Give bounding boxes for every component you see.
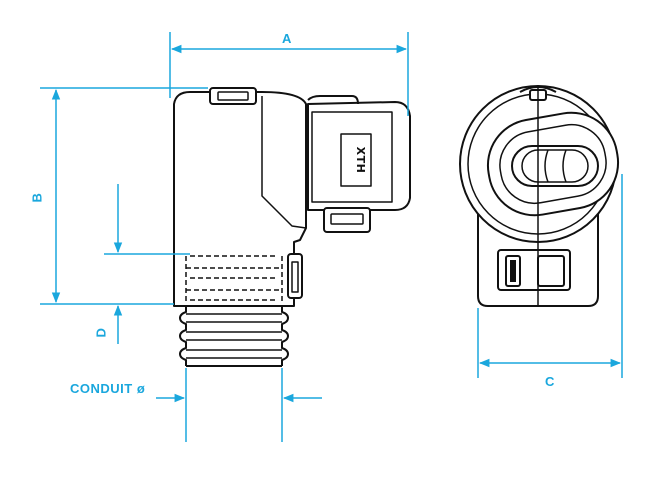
side-view [173, 87, 411, 367]
front-view [459, 85, 620, 307]
dimension-c-label: C [545, 374, 555, 389]
dimension-lines [40, 32, 623, 442]
top-cap [307, 95, 359, 105]
dimension-a-label: A [282, 31, 292, 46]
inner-slot [511, 145, 599, 187]
dimension-b-label: B [29, 192, 45, 203]
elbow-body [173, 91, 307, 307]
conduit-label: CONDUIT ø [70, 381, 146, 396]
latch-body [311, 111, 393, 203]
conduit [179, 306, 289, 367]
dimension-d-label: D [93, 327, 109, 338]
brand-mark: XTH [354, 147, 367, 174]
